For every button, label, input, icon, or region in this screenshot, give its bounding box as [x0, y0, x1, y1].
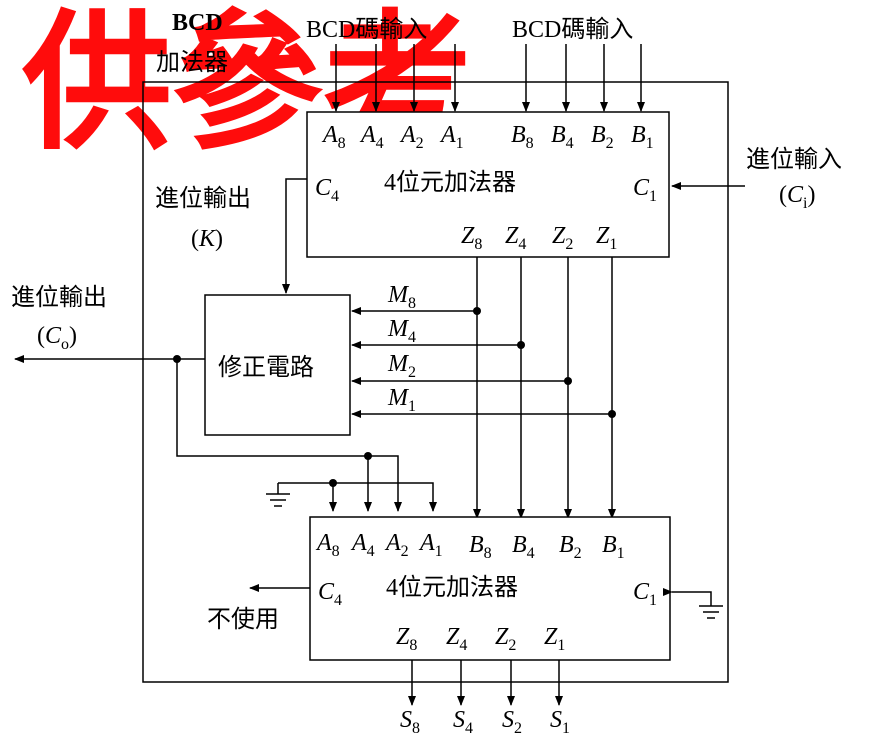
- title-line1: BCD: [172, 10, 223, 36]
- input-wires: [332, 44, 645, 112]
- upper-z1: Z1: [596, 223, 617, 253]
- upper-adder-z-pins: Z8 Z4 Z2 Z1: [461, 223, 617, 253]
- unused-label: 不使用: [207, 606, 279, 633]
- lower-b8: B8: [469, 532, 492, 562]
- m4: M4: [387, 316, 416, 346]
- lower-adder-side-wires: [249, 584, 723, 619]
- correction-name: 修正電路: [218, 354, 314, 381]
- lower-z4: Z4: [446, 624, 467, 654]
- upper-z8: Z8: [461, 223, 482, 253]
- lower-z8: Z8: [396, 624, 417, 654]
- m8: M8: [387, 282, 416, 312]
- upper-b4: B4: [551, 122, 574, 152]
- bcd-input-label-b: BCD碼輸入: [512, 16, 633, 43]
- lower-b4: B4: [512, 532, 535, 562]
- lower-z2: Z2: [495, 624, 516, 654]
- upper-c4: C4: [315, 175, 339, 205]
- lower-adder-box: [309, 516, 671, 661]
- carry-out-label: 進位輸出: [11, 284, 107, 311]
- lower-adder-name: 4位元加法器: [386, 574, 518, 601]
- lower-c1: C1: [633, 579, 657, 609]
- correction-m-pins: M8 M4 M2 M1: [387, 282, 416, 415]
- upper-b8: B8: [511, 122, 534, 152]
- s1: S1: [550, 707, 570, 737]
- lower-a2: A2: [384, 530, 409, 560]
- k-wire: [282, 178, 307, 294]
- lower-adder-a-pins: A8 A4 A2 A1: [315, 530, 443, 560]
- correction-box: [204, 294, 351, 436]
- lower-a4: A4: [350, 530, 375, 560]
- lower-c4: C4: [318, 579, 342, 609]
- s8: S8: [400, 707, 420, 737]
- upper-a2: A2: [399, 122, 424, 152]
- upper-z4: Z4: [505, 223, 526, 253]
- bcd-input-label-a: BCD碼輸入: [306, 16, 427, 43]
- lower-b1: B1: [602, 532, 625, 562]
- upper-b1: B1: [631, 122, 654, 152]
- upper-b2: B2: [591, 122, 614, 152]
- carry-out-symbol: (Co): [37, 323, 77, 353]
- carry-in-symbol: (Ci): [779, 182, 815, 212]
- lower-adder-z-pins: Z8 Z4 Z2 Z1: [396, 624, 565, 654]
- upper-a8: A8: [321, 122, 346, 152]
- upper-a4: A4: [359, 122, 384, 152]
- title-line2: 加法器: [156, 48, 228, 76]
- lower-a1: A1: [418, 530, 443, 560]
- bcd-adder-outline: [142, 81, 729, 683]
- upper-adder-a-pins: A8 A4 A2 A1: [321, 122, 464, 152]
- lower-z1: Z1: [544, 624, 565, 654]
- carry-k-label: 進位輸出: [155, 185, 251, 212]
- upper-adder-name: 4位元加法器: [384, 169, 516, 196]
- output-labels: S8 S4 S2 S1: [400, 707, 570, 737]
- upper-adder-b-pins: B8 B4 B2 B1: [511, 122, 654, 152]
- carry-k-symbol: (K): [191, 226, 223, 252]
- upper-adder-box: [306, 111, 670, 258]
- upper-c1: C1: [633, 175, 657, 205]
- lower-a8: A8: [315, 530, 340, 560]
- output-wires: [408, 660, 563, 706]
- correction-output-wires: [14, 355, 437, 512]
- carry-in-label: 進位輸入: [746, 146, 842, 173]
- upper-z2: Z2: [552, 223, 573, 253]
- s4: S4: [453, 707, 473, 737]
- m2: M2: [387, 351, 416, 381]
- upper-a1: A1: [439, 122, 464, 152]
- s2: S2: [502, 707, 522, 737]
- z-wires: [351, 257, 616, 519]
- m1: M1: [387, 385, 416, 415]
- lower-adder-b-pins: B8 B4 B2 B1: [469, 532, 625, 562]
- lower-b2: B2: [559, 532, 582, 562]
